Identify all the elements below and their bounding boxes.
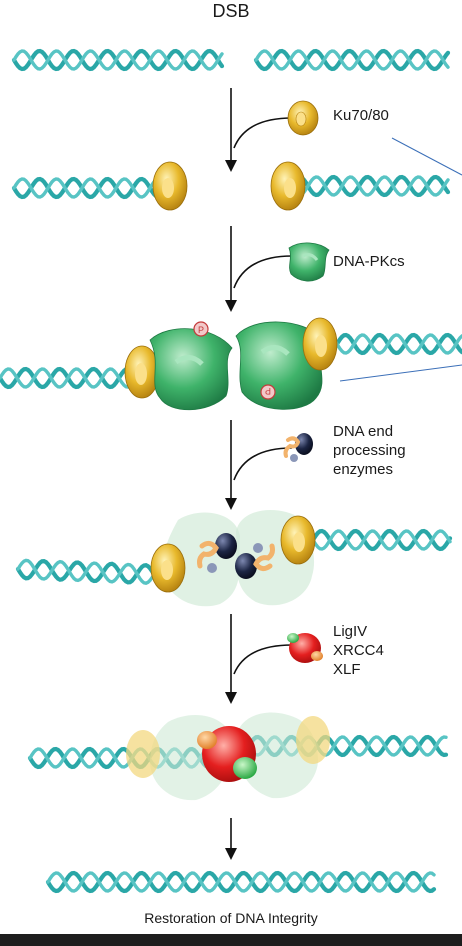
row4-end-processing: [150, 509, 316, 607]
entry-curve: [233, 117, 293, 149]
ku-ring-left: [150, 543, 186, 593]
ku-ghost-left: [126, 730, 160, 778]
arrowhead: [225, 848, 237, 860]
ku-ring-right: [270, 161, 306, 211]
processing-enzymes-icon: [283, 433, 313, 462]
dna-helix: [317, 332, 462, 356]
ku-ring-right: [302, 317, 338, 371]
ligase-complex-icon: [287, 633, 323, 663]
step-arrows: [230, 88, 293, 850]
dna-strand: [318, 333, 462, 355]
ku-ring-left: [124, 345, 160, 399]
dna-strand: [45, 870, 437, 894]
dna-strand: [12, 177, 168, 199]
step-label-ku: Ku70/80: [333, 107, 389, 124]
entry-curve: [233, 255, 293, 289]
dna-strand: [294, 529, 452, 551]
entry-curve: [233, 447, 293, 481]
xlf-protein: [233, 757, 257, 779]
dna-strand: [253, 48, 451, 72]
enzyme-right: [235, 543, 275, 579]
dna-helix: [11, 48, 225, 72]
dna-helix: [253, 48, 451, 72]
enzyme-left: [197, 533, 237, 573]
dna-helix: [45, 870, 437, 894]
dna-strand: [46, 871, 436, 893]
arrowhead: [225, 300, 237, 312]
arrowhead: [225, 160, 237, 172]
svg-text:P: P: [198, 325, 204, 335]
dna-helix: [15, 558, 169, 586]
dna-strand: [16, 558, 168, 585]
arrowhead: [225, 498, 237, 510]
diagram-title: DSB: [212, 1, 250, 21]
ku-ghost-right: [296, 716, 330, 764]
arrowheads: [225, 160, 237, 860]
dna-strand: [254, 49, 450, 71]
bottom-bar: [0, 934, 462, 946]
step-label-pkcs: DNA-PKcs: [333, 253, 405, 270]
ku70-80-icon: [287, 100, 319, 136]
phosphate-marker-left: P: [193, 321, 209, 337]
step-label-ligase: LigIV XRCC4 XLF: [333, 623, 384, 678]
callout-line: [391, 137, 462, 176]
dna-pkcs-icon: [288, 242, 330, 282]
callout-line: [339, 364, 462, 382]
dna-strand: [15, 558, 169, 586]
arrowhead: [225, 692, 237, 704]
dna-helix: [11, 176, 169, 200]
xrcc4-protein: [197, 731, 217, 749]
dna-strand: [12, 49, 224, 71]
dna-strand: [0, 367, 152, 389]
ku-ring-right: [280, 515, 316, 565]
svg-text:P: P: [265, 386, 271, 396]
dna-helix: [293, 528, 453, 552]
row2-ku-complexes: [152, 161, 306, 211]
dna-strand: [11, 176, 169, 200]
entry-curve: [233, 644, 293, 675]
row3-dna-pkcs-synapsis: P P: [124, 317, 338, 411]
step-label-enzymes: DNA end processing enzymes: [333, 423, 406, 478]
row5-ligation: [126, 712, 330, 801]
dna-strand: [293, 528, 453, 552]
dna-pkcs-left: [149, 328, 233, 411]
ku-ring-left: [152, 161, 188, 211]
diagram-footer: Restoration of DNA Integrity: [144, 910, 318, 926]
dna-pkcs-right: [235, 321, 323, 410]
phosphate-marker-right: P: [260, 384, 276, 400]
